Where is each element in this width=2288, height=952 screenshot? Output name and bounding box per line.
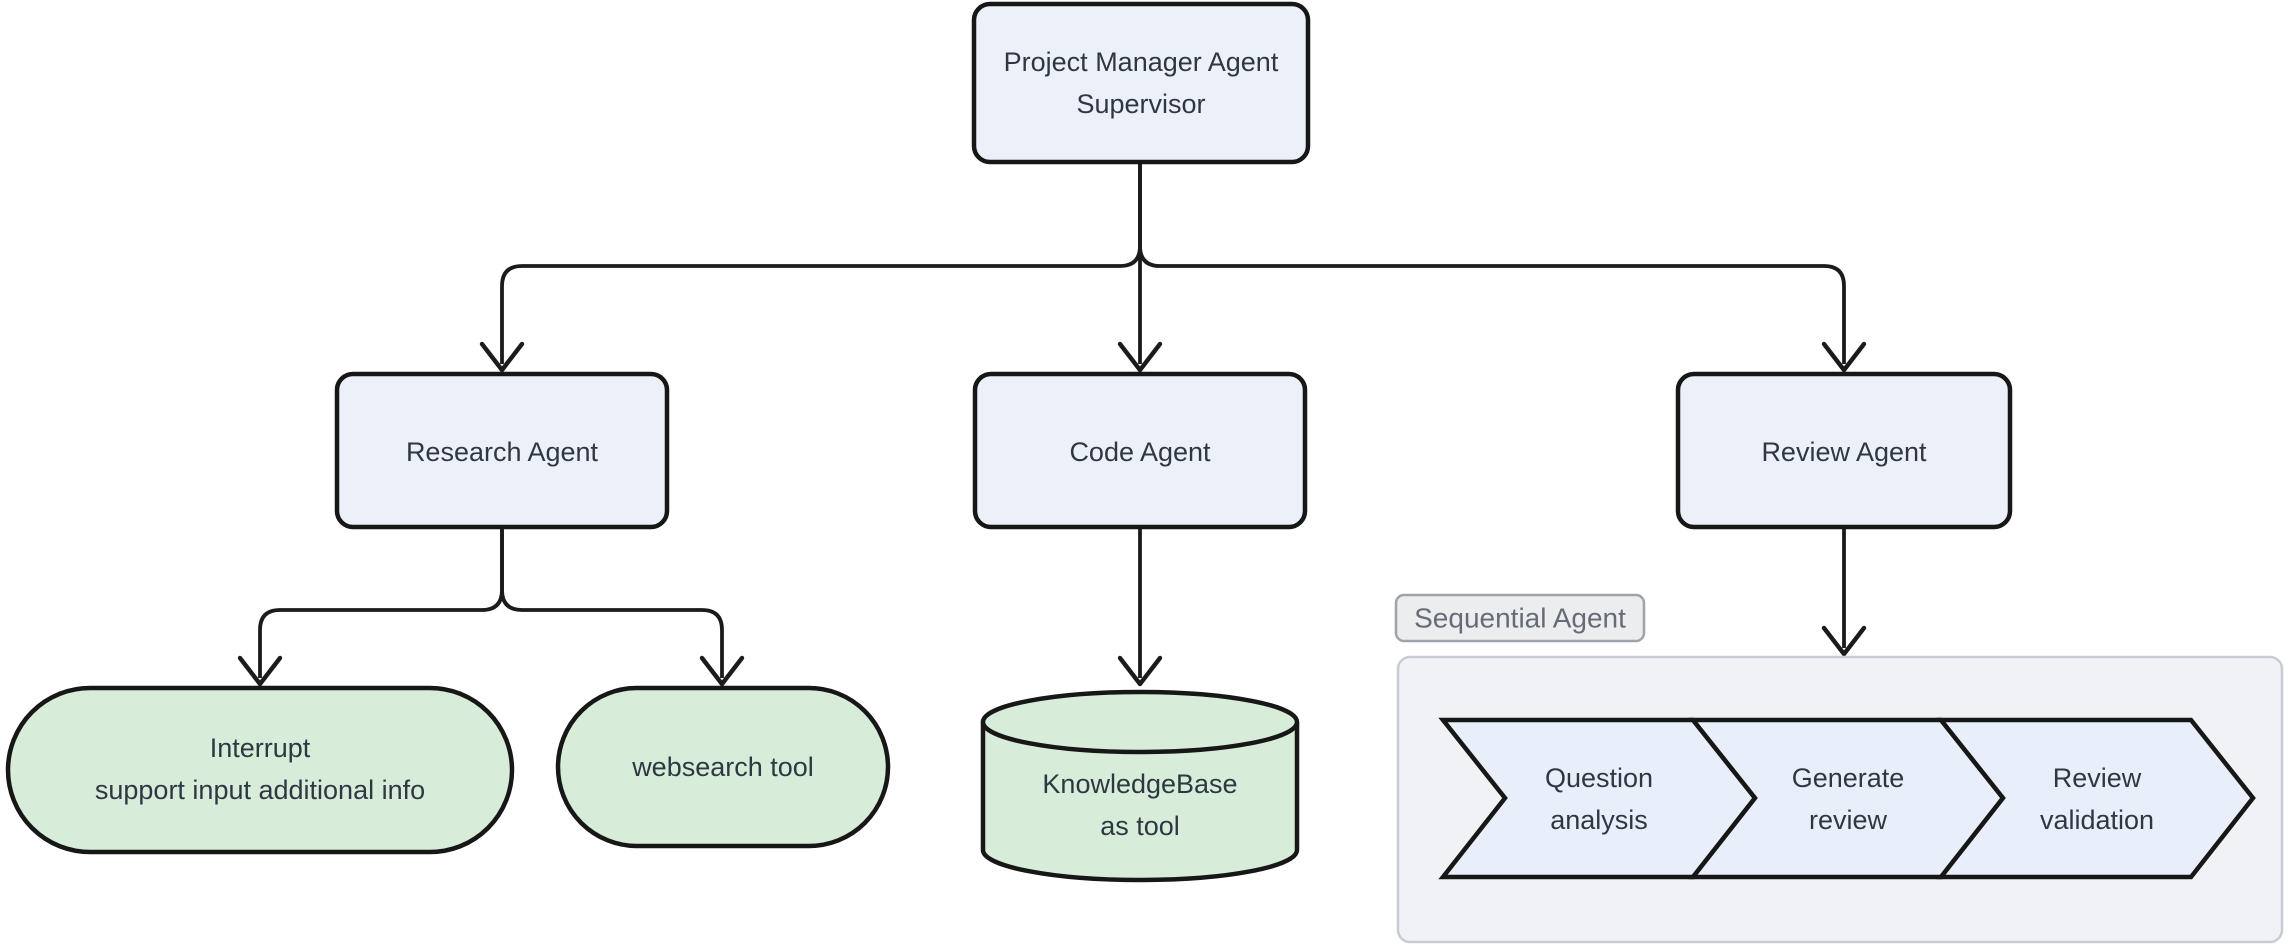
node-supervisor-label-line1: Project Manager Agent bbox=[1004, 47, 1279, 77]
node-interrupt-tool: Interrupt support input additional info bbox=[5, 685, 515, 855]
step-label-line2: analysis bbox=[1550, 805, 1648, 835]
node-websearch-tool: websearch tool bbox=[555, 685, 891, 849]
node-interrupt-label-line1: Interrupt bbox=[210, 733, 311, 763]
edge-research-websearch bbox=[500, 528, 724, 678]
node-supervisor: Project Manager Agent Supervisor bbox=[971, 1, 1311, 165]
arrowhead-review bbox=[1821, 341, 1867, 373]
node-interrupt-label-line2: support input additional info bbox=[95, 775, 425, 805]
node-code-box bbox=[972, 371, 1308, 530]
step-label-line2: validation bbox=[2040, 805, 2154, 835]
node-knowledgebase-cylinder-top bbox=[980, 689, 1300, 755]
node-websearch-stadium bbox=[555, 685, 891, 849]
edge-research-interrupt bbox=[258, 528, 504, 678]
edge-supervisor-review bbox=[1138, 163, 1846, 364]
node-code-agent: Code Agent bbox=[972, 371, 1308, 530]
sequential-agent-group: Sequential Agent Question analysis Gener… bbox=[1394, 593, 2284, 944]
node-research-box bbox=[334, 371, 670, 530]
chevron-shape bbox=[1936, 717, 2256, 880]
step-question-analysis: Question analysis bbox=[1438, 717, 1758, 880]
edge-supervisor-research bbox=[500, 163, 1142, 364]
node-code-label: Code Agent bbox=[1069, 437, 1211, 467]
arrowhead-websearch bbox=[699, 655, 745, 687]
node-knowledgebase: KnowledgeBase as tool bbox=[980, 689, 1300, 883]
step-label-line1: Question bbox=[1545, 763, 1653, 793]
arrowhead-interrupt bbox=[237, 655, 283, 687]
node-research-label: Research Agent bbox=[406, 437, 599, 467]
edge-layer bbox=[237, 163, 1867, 687]
node-review-agent: Review Agent bbox=[1675, 371, 2013, 530]
sequential-agent-label-box bbox=[1394, 593, 1646, 643]
node-interrupt-stadium bbox=[5, 685, 515, 855]
arrowhead-code bbox=[1117, 341, 1163, 373]
step-label-line1: Review bbox=[2053, 763, 2142, 793]
arrowhead-research bbox=[479, 341, 525, 373]
node-review-label: Review Agent bbox=[1761, 437, 1927, 467]
sequential-agent-label: Sequential Agent bbox=[1414, 603, 1626, 634]
node-knowledgebase-label-line2: as tool bbox=[1100, 811, 1180, 841]
step-review-validation: Review validation bbox=[1936, 717, 2256, 880]
node-supervisor-label-line2: Supervisor bbox=[1076, 89, 1205, 119]
node-knowledgebase-cylinder-body bbox=[980, 722, 1300, 883]
node-review-box bbox=[1675, 371, 2013, 530]
step-label-line2: review bbox=[1809, 805, 1888, 835]
node-websearch-label: websearch tool bbox=[631, 752, 814, 782]
node-knowledgebase-label-line1: KnowledgeBase bbox=[1042, 769, 1237, 799]
step-label-line1: Generate bbox=[1792, 763, 1905, 793]
arrowhead-sequential bbox=[1821, 625, 1867, 657]
node-research-agent: Research Agent bbox=[334, 371, 670, 530]
node-supervisor-box bbox=[971, 1, 1311, 165]
arrowhead-knowledgebase bbox=[1117, 655, 1163, 687]
